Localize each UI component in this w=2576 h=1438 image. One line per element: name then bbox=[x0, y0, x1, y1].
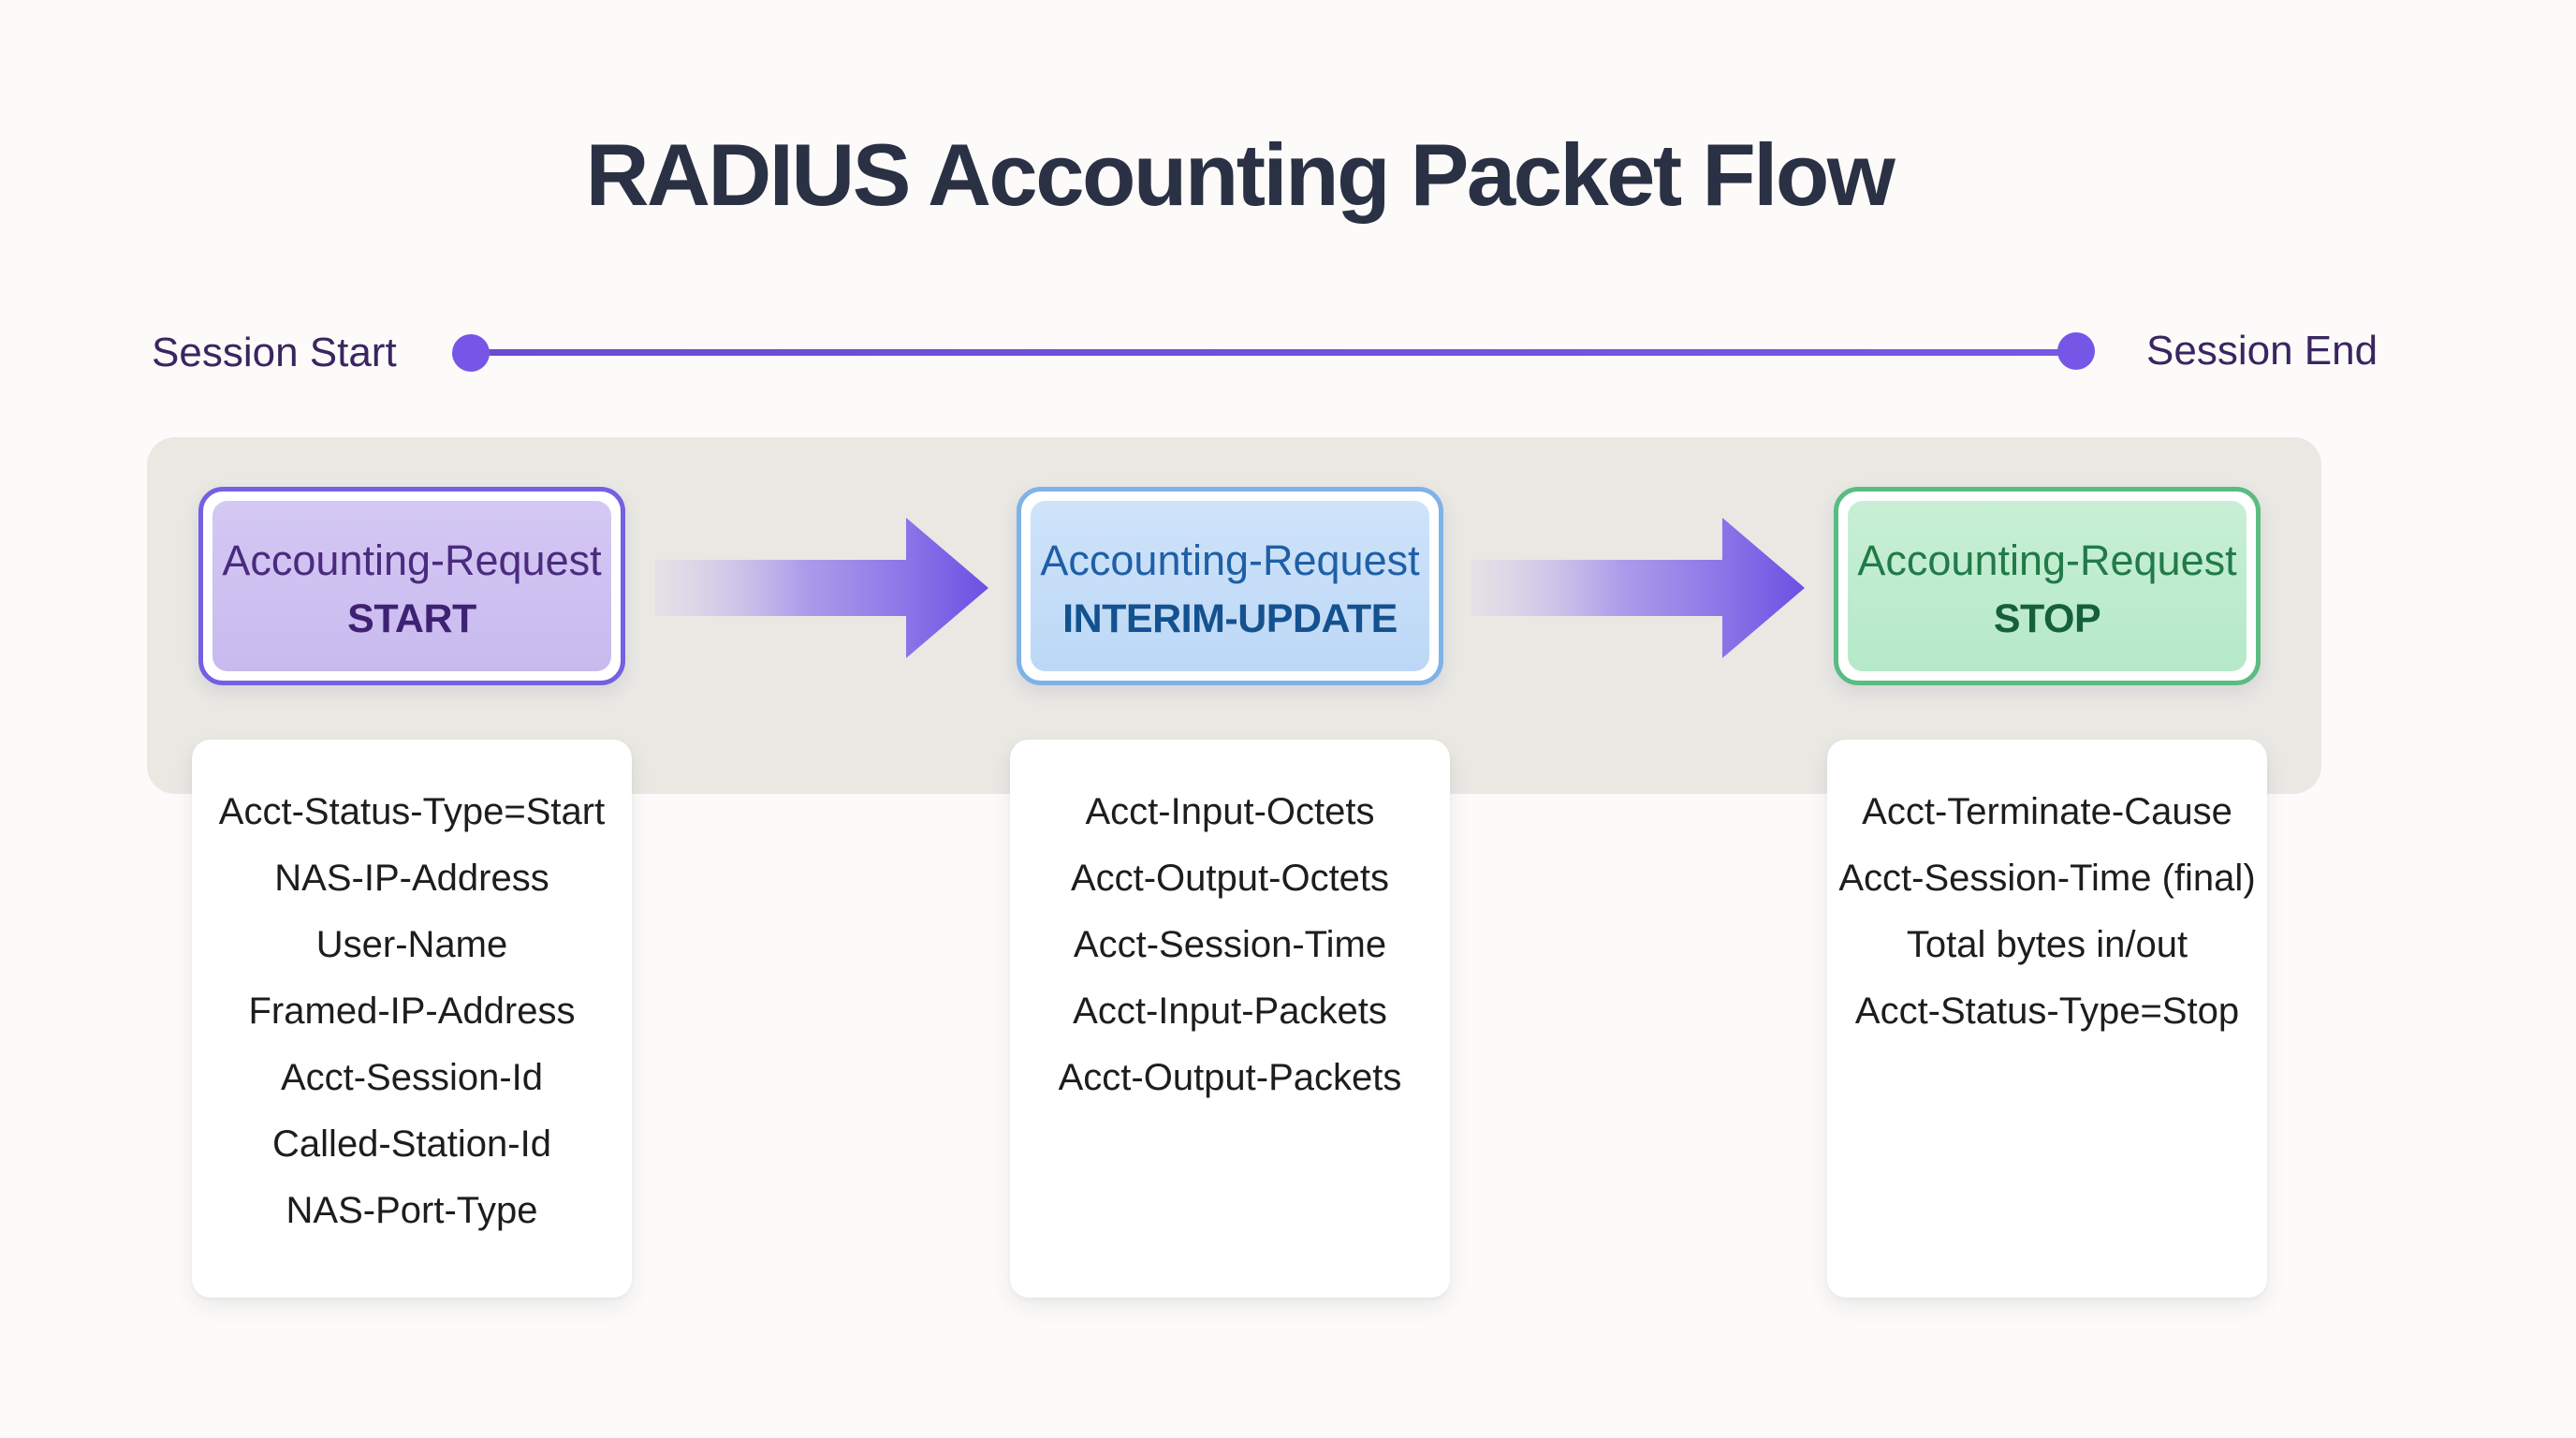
attribute-item: Acct-Session-Id bbox=[280, 1057, 544, 1098]
attribute-item: Acct-Input-Octets bbox=[1085, 791, 1375, 832]
session-start-label: Session Start bbox=[152, 330, 397, 375]
packet-box-stop: Accounting-Request STOP bbox=[1834, 487, 2261, 685]
attributes-card-start: Acct-Status-Type=Start NAS-IP-Address Us… bbox=[192, 740, 632, 1298]
attribute-item: Acct-Status-Type=Stop bbox=[1854, 990, 2240, 1032]
attribute-item: Acct-Session-Time (final) bbox=[1838, 858, 2256, 899]
packet-request-label: Accounting-Request bbox=[222, 536, 602, 584]
attribute-item: Called-Station-Id bbox=[272, 1123, 551, 1165]
attribute-item: Total bytes in/out bbox=[1906, 924, 2188, 965]
arrow-right-icon bbox=[1471, 518, 1805, 658]
attribute-item: Framed-IP-Address bbox=[248, 990, 576, 1032]
packet-type-label: INTERIM-UPDATE bbox=[1062, 596, 1398, 641]
session-end-label: Session End bbox=[2146, 328, 2378, 374]
attribute-item: NAS-Port-Type bbox=[285, 1190, 538, 1231]
attribute-item: User-Name bbox=[315, 924, 508, 965]
packet-box-interim-inner: Accounting-Request INTERIM-UPDATE bbox=[1031, 501, 1429, 671]
attribute-item: Acct-Output-Octets bbox=[1070, 858, 1390, 899]
packet-box-start: Accounting-Request START bbox=[198, 487, 625, 685]
page-title: RADIUS Accounting Packet Flow bbox=[585, 125, 1895, 224]
packet-box-start-inner: Accounting-Request START bbox=[212, 501, 611, 671]
timeline-line bbox=[471, 349, 2076, 356]
attribute-item: Acct-Input-Packets bbox=[1073, 990, 1387, 1032]
arrow-right-icon bbox=[655, 518, 988, 658]
attributes-card-interim-update: Acct-Input-Octets Acct-Output-Octets Acc… bbox=[1010, 740, 1450, 1298]
attribute-item: NAS-IP-Address bbox=[274, 858, 549, 899]
timeline-end-dot-icon bbox=[2057, 332, 2095, 370]
packet-request-label: Accounting-Request bbox=[1857, 536, 2237, 584]
attribute-item: Acct-Output-Packets bbox=[1058, 1057, 1402, 1098]
packet-type-label: START bbox=[347, 596, 476, 641]
attributes-card-stop: Acct-Terminate-Cause Acct-Session-Time (… bbox=[1827, 740, 2267, 1298]
packet-type-label: STOP bbox=[1993, 596, 2101, 641]
attribute-item: Acct-Session-Time bbox=[1073, 924, 1387, 965]
packet-request-label: Accounting-Request bbox=[1040, 536, 1420, 584]
packet-box-stop-inner: Accounting-Request STOP bbox=[1848, 501, 2247, 671]
attribute-item: Acct-Terminate-Cause bbox=[1862, 791, 2232, 832]
timeline-start-dot-icon bbox=[452, 334, 490, 372]
attribute-item: Acct-Status-Type=Start bbox=[218, 791, 606, 832]
packet-box-interim-update: Accounting-Request INTERIM-UPDATE bbox=[1017, 487, 1443, 685]
